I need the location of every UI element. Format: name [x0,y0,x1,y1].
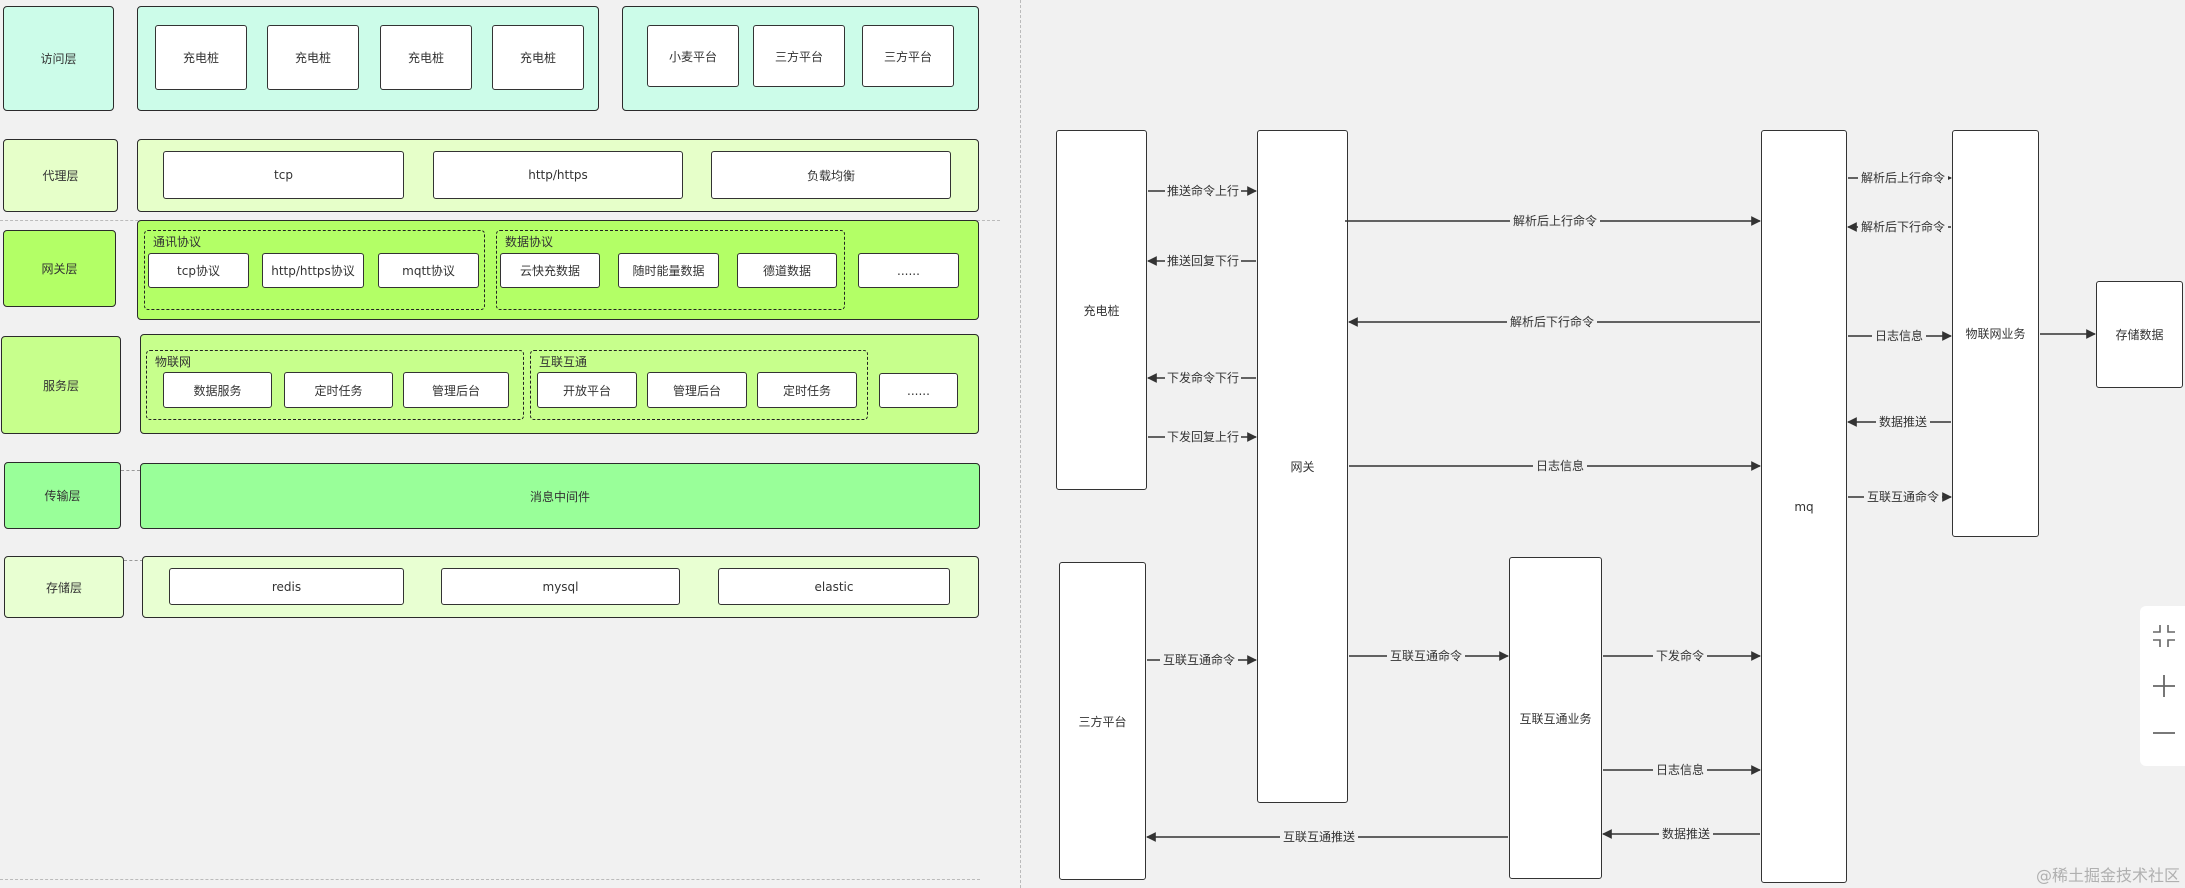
node-mq: mq [1761,130,1847,883]
layer-label-access: 访问层 [3,6,114,111]
edge-label: 互联互通命令 [1867,489,1939,504]
gateway-tcp: tcp协议 [148,253,249,288]
divider-line [0,879,980,880]
gateway-http: http/https协议 [262,253,364,288]
watermark: @稀土掘金技术社区 [2035,866,2180,885]
charger-box: 充电桩 [492,25,584,90]
edge-label: 下发命令 [1656,648,1704,663]
group-label: 互联互通 [539,355,588,369]
edge-label: 日志信息 [1656,762,1704,777]
edge-label: 互联互通推送 [1283,829,1355,844]
inter-admin: 管理后台 [647,372,747,408]
proxy-tcp: tcp [163,151,404,199]
zoom-in-icon[interactable] [2151,673,2177,699]
edge-label: 解析后上行命令 [1513,213,1597,228]
data-protocol-group: 数据协议 [496,230,845,310]
proxy-http: http/https [433,151,683,199]
edge-label: 互联互通命令 [1163,652,1235,667]
platform-box: 三方平台 [862,25,954,87]
edge-label: 互联互通命令 [1390,648,1462,663]
gateway-data-2: 随时能量数据 [618,253,719,288]
inter-open-platform: 开放平台 [537,372,637,408]
charger-box: 充电桩 [380,25,472,90]
gateway-data-3: 德道数据 [737,253,837,288]
edge-label: 数据推送 [1879,414,1927,429]
group-label: 通讯协议 [153,235,202,249]
comm-protocol-group: 通讯协议 [144,230,485,310]
storage-elastic: elastic [718,568,950,605]
connector-line [121,470,140,471]
layer-label-gateway: 网关层 [3,230,116,307]
zoom-out-icon[interactable] [2151,720,2177,746]
group-label: 数据协议 [505,235,554,249]
edge-label: 下发回复上行 [1167,429,1239,444]
inter-scheduled-task: 定时任务 [757,372,857,408]
service-more: ...... [879,373,958,408]
node-third-platform: 三方平台 [1059,562,1146,880]
charger-box: 充电桩 [267,25,359,90]
edge-label: 解析后下行命令 [1861,219,1945,234]
divider-line [1020,0,1021,888]
layer-label-transport: 传输层 [4,462,121,529]
layer-label-proxy: 代理层 [3,139,118,212]
node-interconnect-biz: 互联互通业务 [1509,557,1602,879]
iot-group: 物联网 [146,350,524,420]
fit-screen-icon[interactable] [2151,623,2177,649]
storage-mysql: mysql [441,568,680,605]
layer-label-storage: 存储层 [4,556,124,618]
edge-label: 推送命令上行 [1167,183,1239,198]
edge-label: 数据推送 [1662,826,1710,841]
node-store-data: 存储数据 [2096,281,2183,388]
iot-scheduled-task: 定时任务 [284,372,393,408]
gateway-more: ...... [858,253,959,288]
platform-box: 小麦平台 [647,25,739,87]
gateway-data-1: 云快充数据 [500,253,600,288]
connector-line [124,560,143,561]
interconnect-group: 互联互通 [530,350,868,420]
edge-label: 日志信息 [1536,458,1584,473]
edge-label: 推送回复下行 [1167,253,1239,268]
node-iot-biz: 物联网业务 [1952,130,2039,537]
storage-redis: redis [169,568,404,605]
platform-box: 三方平台 [753,25,845,87]
edge-label: 日志信息 [1875,328,1923,343]
node-charger: 充电桩 [1056,130,1147,490]
node-gateway: 网关 [1257,130,1348,803]
proxy-load-balance: 负载均衡 [711,151,951,199]
gateway-mqtt: mqtt协议 [378,253,479,288]
message-middleware: 消息中间件 [140,463,980,529]
edge-label: 解析后上行命令 [1861,170,1945,185]
iot-data-service: 数据服务 [163,372,272,408]
edge-label: 解析后下行命令 [1510,314,1594,329]
group-label: 物联网 [155,355,192,369]
edge-label: 下发命令下行 [1167,370,1239,385]
charger-box: 充电桩 [155,25,247,90]
layer-label-service: 服务层 [1,336,121,434]
iot-admin: 管理后台 [403,372,509,408]
